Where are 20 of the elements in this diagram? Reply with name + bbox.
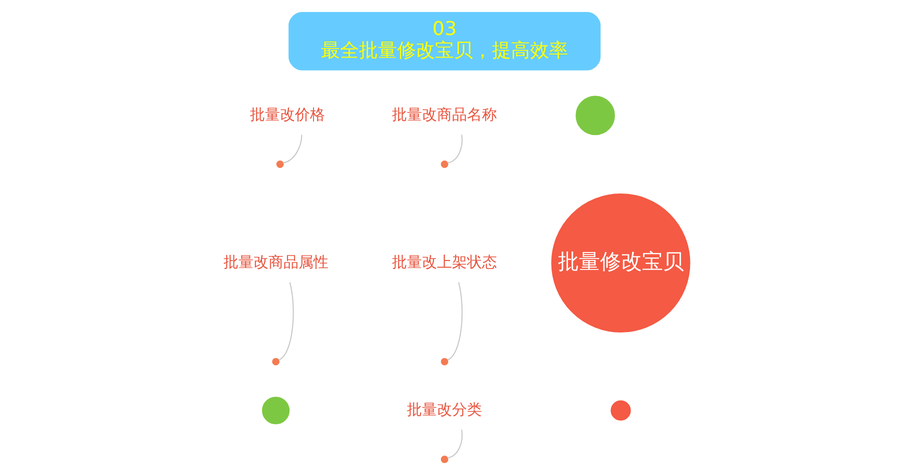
- connector: [447, 282, 463, 360]
- node-text: 批量改商品名称: [392, 105, 498, 124]
- connector: [447, 134, 463, 164]
- connector: [447, 430, 463, 458]
- node-text: 批量改价格: [250, 105, 325, 124]
- node-circle: [610, 400, 631, 421]
- node-circle: [276, 160, 284, 168]
- node-circle: [440, 456, 448, 464]
- node-circle: [440, 160, 448, 168]
- node-circle: [272, 358, 280, 366]
- connector: [278, 282, 294, 360]
- node-text: 批量改上架状态: [392, 252, 498, 271]
- connector: [282, 134, 302, 164]
- node-circle: [262, 396, 290, 424]
- node-circle: 批量修改宝贝: [551, 193, 690, 332]
- node-text: 批量改商品属性: [223, 252, 328, 271]
- node-text: 批量改分类: [407, 400, 482, 418]
- node-circle: [440, 358, 448, 366]
- node-box: 03 最全批量修改宝贝，提高效率: [288, 12, 601, 70]
- node-circle: [576, 96, 615, 136]
